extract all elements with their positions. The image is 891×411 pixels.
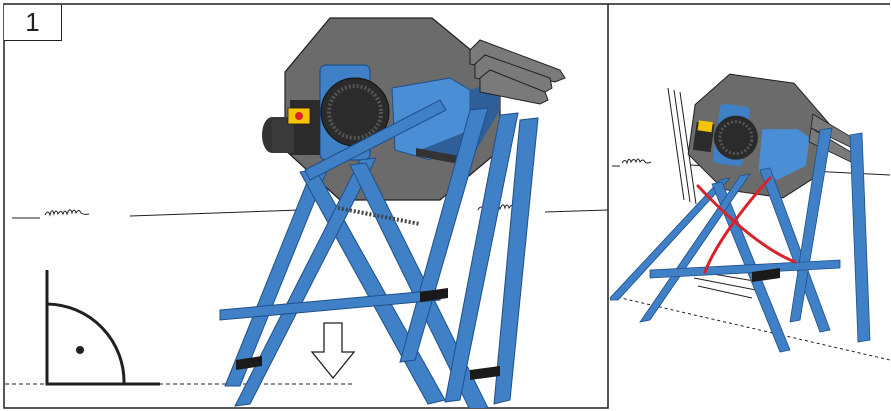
right-panel-incorrect (610, 73, 890, 361)
arrow-down-outline-icon (310, 322, 356, 380)
tilted-saw (687, 73, 862, 199)
right-angle-icon (45, 270, 160, 386)
leg-clamps (236, 288, 500, 380)
lever-handles (469, 39, 566, 105)
red-x-cross-icon (696, 176, 797, 274)
step-number-badge: 1 (4, 5, 62, 41)
left-panel-correct (5, 17, 608, 408)
motor (262, 64, 390, 161)
left-panel-border (3, 3, 609, 409)
saw-stand-frame (219, 99, 539, 408)
return-spring (337, 206, 421, 226)
